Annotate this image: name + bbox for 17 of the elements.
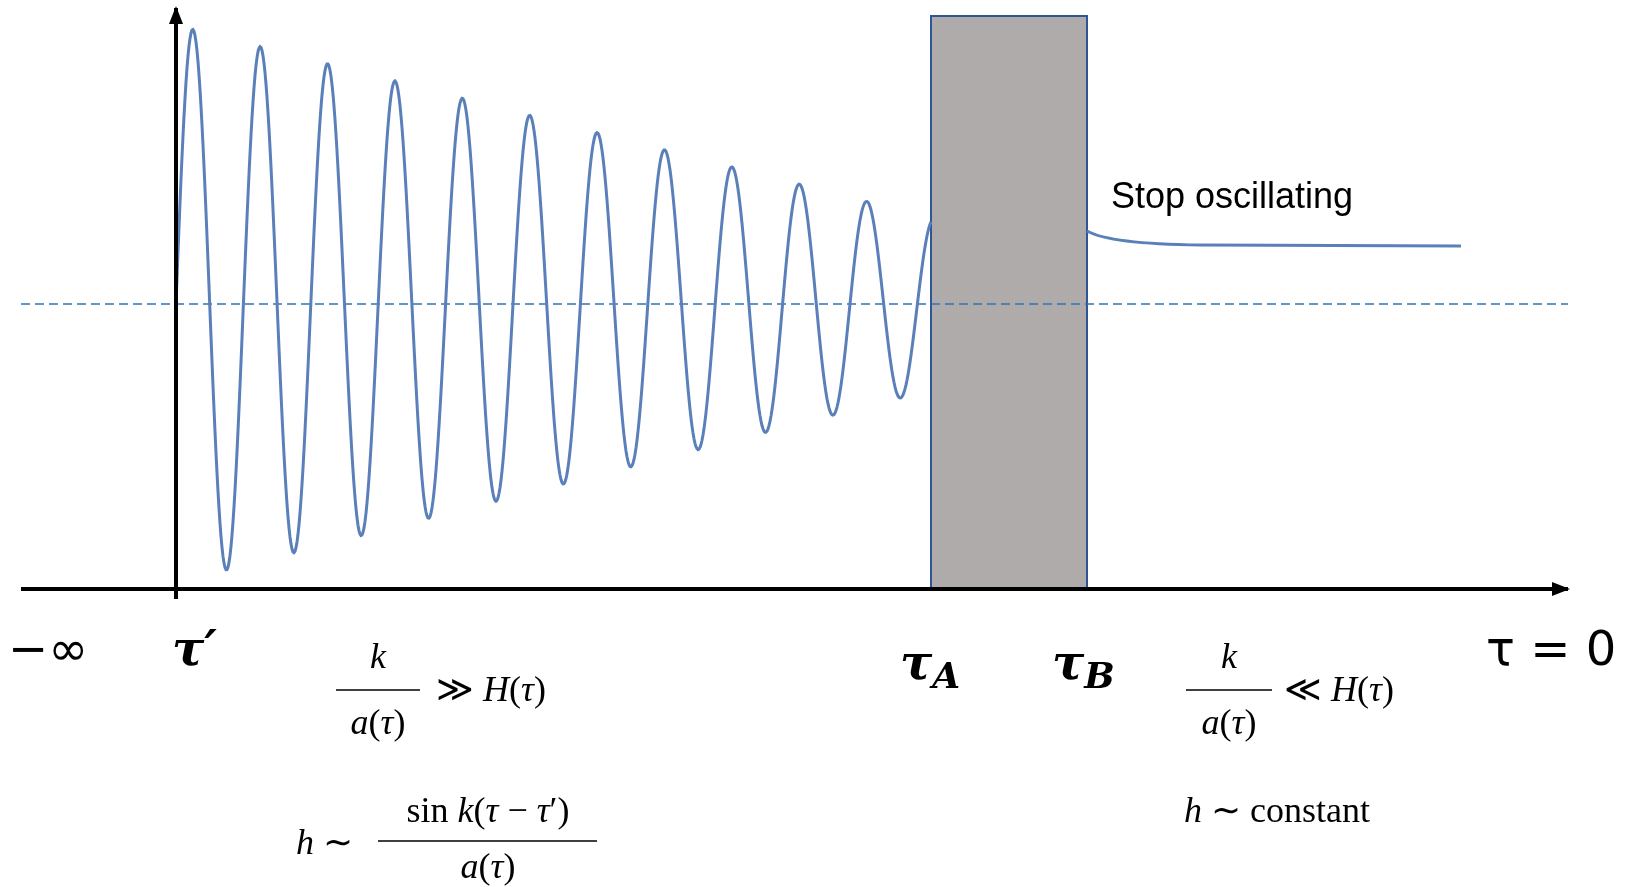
shaded-region — [930, 15, 1088, 590]
annotation-text: Stop oscillating — [1111, 178, 1354, 214]
axis-tick-label: τ$_{A}$ — [900, 638, 961, 686]
math-denominator: a(τ) — [460, 848, 516, 884]
math-denominator: a(τ) — [350, 704, 406, 740]
math-numerator: sin k(τ − τ′) — [406, 792, 570, 828]
math-denominator: a(τ) — [1201, 704, 1257, 740]
axis-label: −∞ — [8, 624, 89, 672]
math-formula: h ∼ — [296, 824, 353, 860]
math-formula: ≫ H(τ) — [436, 671, 546, 707]
axis-label: τ = 0 — [1486, 624, 1617, 672]
math-formula: ≪ H(τ) — [1284, 671, 1394, 707]
math-numerator: k — [1221, 638, 1237, 674]
axis-tick-label: τ$_{B}$ — [1052, 638, 1115, 686]
math-formula: h ∼ constant — [1184, 792, 1370, 828]
math-numerator: k — [370, 638, 386, 674]
axis-tick-label: τ′ — [172, 624, 217, 672]
